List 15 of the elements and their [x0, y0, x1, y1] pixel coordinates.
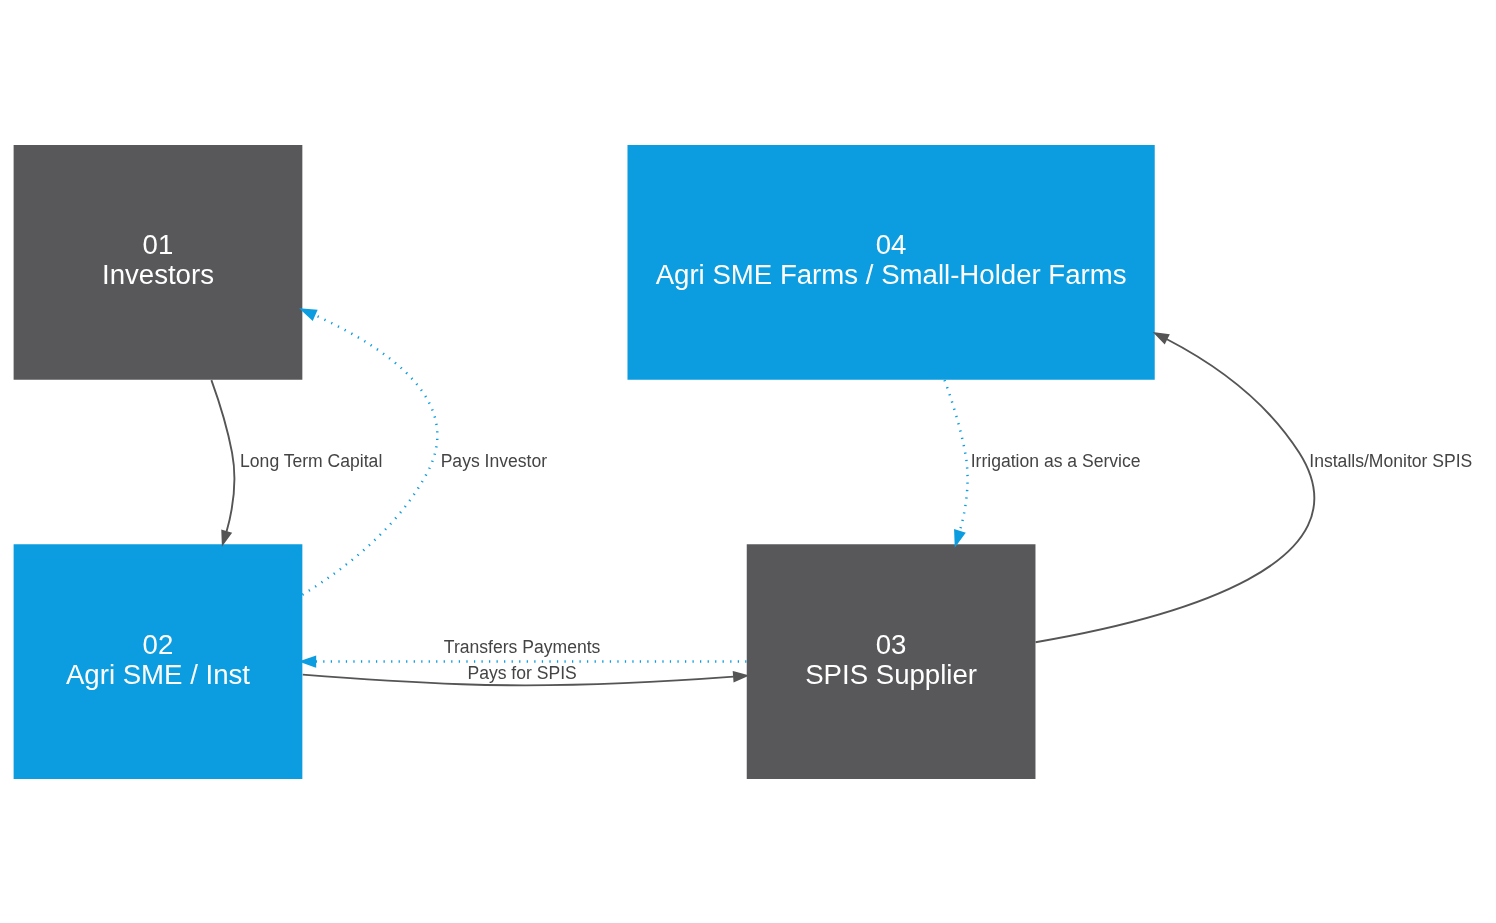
edge-label: Pays Investor	[440, 450, 548, 471]
edge-label: Installs/Monitor SPIS	[1309, 450, 1473, 471]
arrow	[301, 670, 750, 686]
edge-label: Irrigation as a Service	[970, 450, 1141, 471]
arrow	[943, 379, 969, 548]
node-box: 04 Agri SME Farms / Small-Holder Farms	[627, 144, 1155, 380]
node-box: 01 Investors	[13, 144, 303, 380]
edge-label: Long Term Capital	[240, 450, 383, 471]
arrow	[1034, 331, 1316, 643]
edge-label: Transfers Payments	[443, 636, 601, 657]
arrow	[210, 378, 236, 547]
node-box: 02 Agri SME / Inst	[13, 543, 303, 779]
node-box: 03 SPIS Supplier	[746, 543, 1036, 779]
arrow	[299, 307, 439, 596]
edge-label: Pays for SPIS	[467, 662, 577, 683]
